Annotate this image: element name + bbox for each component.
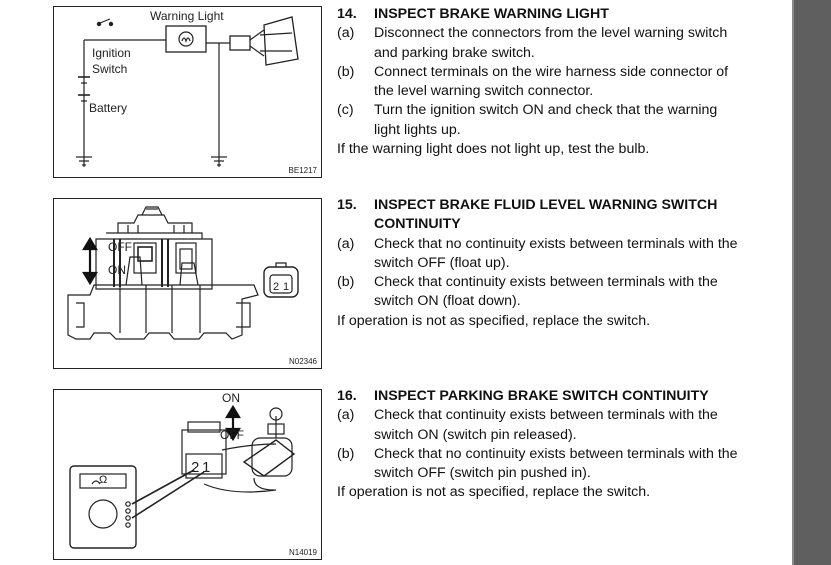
text-line: Connect terminals on the wire harness si… <box>374 63 729 80</box>
figure-code: N14019 <box>288 548 317 557</box>
terminal-2-label: 2 <box>273 281 280 293</box>
step-label: (b) <box>337 445 355 462</box>
step-text: Check that continuity exists between ter… <box>374 406 718 445</box>
section-number: 16. <box>337 388 357 404</box>
step-text: Disconnect the connectors from the level… <box>374 24 727 63</box>
step-label: (b) <box>337 274 355 291</box>
terminal-1-label: 1 <box>202 459 211 476</box>
section-16: 16. INSPECT PARKING BRAKE SWITCH CONTINU… <box>337 387 742 503</box>
text-line: Disconnect the connectors from the level… <box>374 25 728 42</box>
figure-parking-brake-switch: ON OFF 2 1 Ω N14019 <box>53 389 322 560</box>
section-number: 15. <box>337 197 357 213</box>
figure-fluid-level-switch: OFF ON 2 1 N02346 <box>53 198 322 369</box>
step-a: (a) Disconnect the connectors from the l… <box>337 24 742 63</box>
title-line: INSPECT PARKING BRAKE SWITCH CONTINUITY <box>374 388 709 404</box>
section-note: If the warning light does not light up, … <box>337 141 650 158</box>
section-note: If operation is not as specified, replac… <box>337 312 651 329</box>
step-b: (b) Connect terminals on the wire harnes… <box>337 63 742 102</box>
step-label: (b) <box>337 63 355 80</box>
step-label: (c) <box>337 102 354 119</box>
text-line: Turn the ignition switch ON and check th… <box>374 102 718 119</box>
section-title: INSPECT BRAKE FLUID LEVEL WARNING SWITCH… <box>374 196 717 235</box>
text-line: light lights up. <box>374 121 461 138</box>
step-text: Check that no continuity exists between … <box>374 445 738 484</box>
terminal-1-label: 1 <box>283 281 290 293</box>
text-line: switch ON (switch pin released). <box>374 426 577 443</box>
step-b: (b) Check that continuity exists between… <box>337 273 742 312</box>
section-heading: 14. INSPECT BRAKE WARNING LIGHT <box>337 5 742 24</box>
text-line: switch OFF (switch pin pushed in). <box>374 465 591 482</box>
step-text: Turn the ignition switch ON and check th… <box>374 101 717 140</box>
step-label: (a) <box>337 407 355 424</box>
manual-page: Warning Light Ignition Switch Battery BE… <box>53 5 742 560</box>
section-15: 15. INSPECT BRAKE FLUID LEVEL WARNING SW… <box>337 196 742 331</box>
step-text: Connect terminals on the wire harness si… <box>374 63 728 102</box>
text-line: switch OFF (float up). <box>374 254 510 271</box>
step-text: Check that continuity exists between ter… <box>374 273 718 312</box>
text-line: Check that continuity exists between ter… <box>374 274 718 291</box>
reservoir-drawing <box>67 206 299 340</box>
section-title: INSPECT PARKING BRAKE SWITCH CONTINUITY <box>374 387 709 406</box>
step-label: (a) <box>337 25 355 42</box>
figure-warning-light-circuit: Warning Light Ignition Switch Battery BE… <box>53 6 322 178</box>
step-text: Check that no continuity exists between … <box>374 235 738 274</box>
terminal-2-label: 2 <box>191 459 200 476</box>
off-label: OFF <box>108 240 132 254</box>
step-a: (a) Check that continuity exists between… <box>337 406 742 445</box>
text-line: and parking brake switch. <box>374 44 535 61</box>
switch-label: Switch <box>92 62 128 76</box>
figure-code: BE1217 <box>288 166 317 175</box>
text-line: the level warning switch connector. <box>374 83 594 100</box>
circuit-diagram <box>76 16 299 167</box>
title-line: INSPECT BRAKE WARNING LIGHT <box>374 6 609 22</box>
step-label: (a) <box>337 235 355 252</box>
step-a: (a) Check that no continuity exists betw… <box>337 235 742 274</box>
warning-light-label: Warning Light <box>150 9 224 23</box>
section-note: If operation is not as specified, replac… <box>337 484 651 501</box>
ignition-label: Ignition <box>92 46 131 60</box>
title-line: CONTINUITY <box>374 216 461 233</box>
section-number: 14. <box>337 6 357 22</box>
section-heading: 15. INSPECT BRAKE FLUID LEVEL WARNING SW… <box>337 196 742 235</box>
figure-code: N02346 <box>288 357 317 366</box>
switch-and-meter-drawing <box>69 404 296 549</box>
section-14: 14. INSPECT BRAKE WARNING LIGHT (a) Disc… <box>337 5 742 159</box>
viewer-scrollbar[interactable] <box>792 0 831 565</box>
on-label: ON <box>108 263 126 277</box>
section-title: INSPECT BRAKE WARNING LIGHT <box>374 5 609 24</box>
text-line: switch ON (float down). <box>374 293 521 310</box>
battery-label: Battery <box>89 101 128 115</box>
text-line: Check that no continuity exists between … <box>374 445 738 462</box>
step-c: (c) Turn the ignition switch ON and chec… <box>337 101 742 140</box>
ohm-symbol: Ω <box>99 474 108 486</box>
title-line: INSPECT BRAKE FLUID LEVEL WARNING SWITCH <box>374 197 718 213</box>
section-heading: 16. INSPECT PARKING BRAKE SWITCH CONTINU… <box>337 387 742 406</box>
scrollbar-edge <box>792 0 794 565</box>
off-label: OFF <box>220 428 244 442</box>
text-line: Check that no continuity exists between … <box>374 235 738 252</box>
step-b: (b) Check that no continuity exists betw… <box>337 445 742 484</box>
text-line: Check that continuity exists between ter… <box>374 407 718 424</box>
on-label: ON <box>222 391 240 405</box>
